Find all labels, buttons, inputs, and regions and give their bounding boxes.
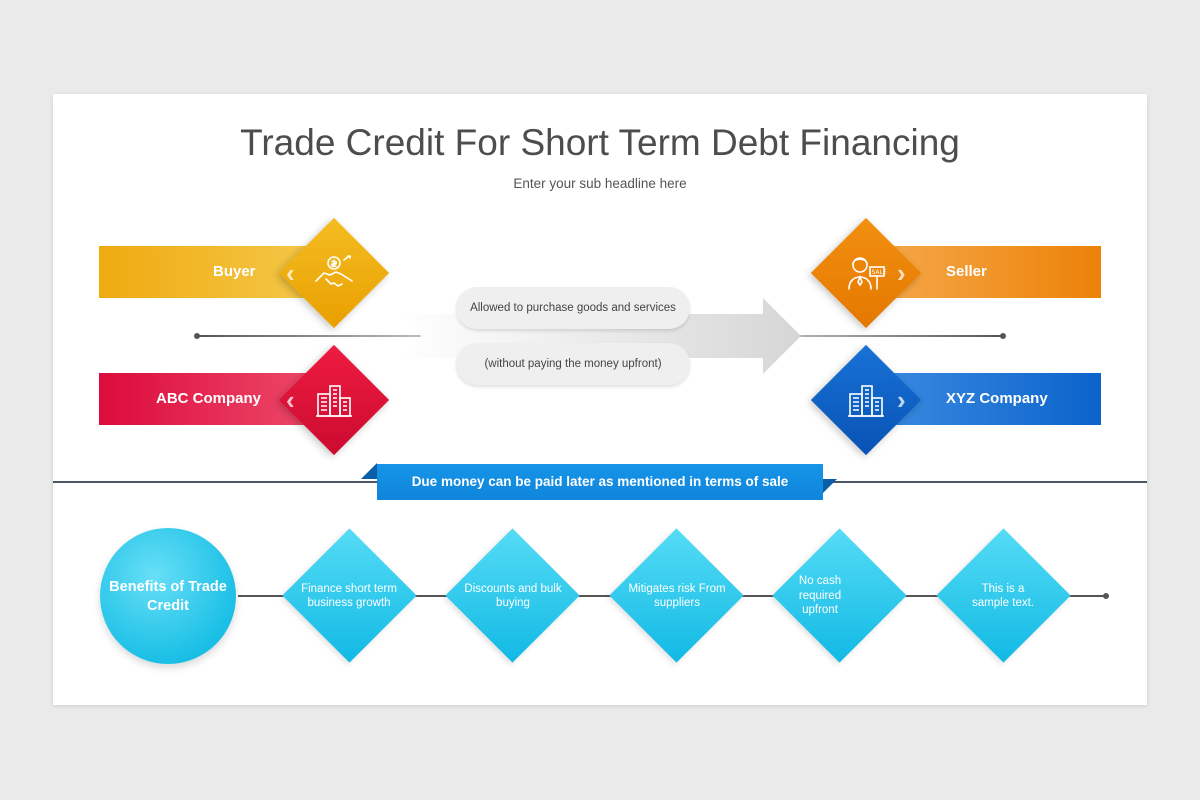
banner-ribbon-left bbox=[361, 463, 377, 479]
benefit-text-5: This is a sample text. bbox=[972, 582, 1034, 610]
xyz-company-label: XYZ Company bbox=[946, 390, 1048, 407]
benefit-text-2: Discounts and bulk buying bbox=[464, 582, 562, 610]
seller-label: Seller bbox=[946, 263, 987, 280]
svg-text:SALE: SALE bbox=[872, 269, 887, 276]
buyer-chevron-icon: ‹ bbox=[286, 258, 295, 288]
benefit-text-4: No cash required upfront bbox=[798, 575, 842, 617]
page-title: Trade Credit For Short Term Debt Financi… bbox=[240, 122, 960, 163]
banner-ribbon-right bbox=[821, 479, 837, 495]
benefits-title: Benefits of Trade Credit bbox=[109, 579, 227, 614]
right-connector-line bbox=[743, 335, 1005, 337]
buyer-label: Buyer bbox=[213, 263, 256, 280]
benefits-circle bbox=[100, 528, 236, 664]
handshake-icon bbox=[315, 255, 353, 287]
xyz-chevron-icon: › bbox=[897, 385, 906, 415]
slide: Trade Credit For Short Term Debt Financi… bbox=[53, 94, 1147, 705]
abc-chevron-icon: ‹ bbox=[286, 385, 295, 415]
seller-chevron-icon: › bbox=[897, 258, 906, 288]
flow-pill-bottom: (without paying the money upfront) bbox=[456, 343, 690, 385]
due-money-banner: Due money can be paid later as mentioned… bbox=[377, 464, 823, 500]
right-connector-dot bbox=[1000, 333, 1006, 339]
benefit-text-1: Finance short term business growth bbox=[301, 582, 397, 610]
buildings-icon bbox=[848, 385, 884, 417]
benefit-text-3: Mitigates risk From suppliers bbox=[628, 582, 726, 610]
page-subtitle: Enter your sub headline here bbox=[513, 176, 687, 191]
left-connector-dot bbox=[194, 333, 200, 339]
salesman-icon: SALE bbox=[848, 257, 887, 290]
benefits-line-dot bbox=[1103, 593, 1109, 599]
buildings-icon bbox=[316, 385, 352, 417]
left-connector-line bbox=[197, 335, 457, 337]
abc-company-label: ABC Company bbox=[156, 390, 262, 407]
flow-pill-top: Allowed to purchase goods and services bbox=[456, 287, 690, 329]
